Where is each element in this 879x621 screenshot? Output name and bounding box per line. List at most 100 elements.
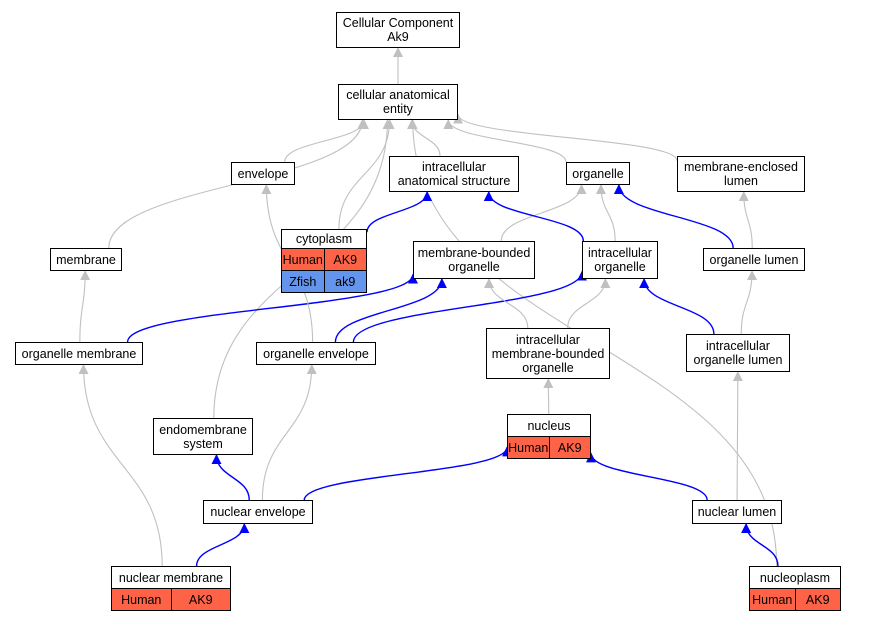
node-label-line: organelle: [448, 260, 500, 274]
node-label: nuclear envelope: [204, 501, 312, 523]
edge-organelle_lumen-to-membrane_enclosed_lumen: [738, 191, 753, 249]
gene-cell[interactable]: AK9: [794, 589, 840, 610]
edge-nucleoplasm-to-nuclear_lumen: [741, 523, 779, 567]
node-label: organelle membrane: [16, 343, 142, 364]
node-envelope[interactable]: envelope: [231, 162, 295, 185]
node-label-line: cytoplasm: [295, 232, 353, 246]
edge-intracellular_membrane_bounded_organelle-to-membrane_bounded_organelle: [484, 278, 529, 329]
edge-intracellular_organelle-to-organelle: [595, 184, 616, 242]
node-label-line: membrane-enclosed: [684, 160, 798, 174]
edge-nuclear_membrane-to-nuclear_envelope: [195, 523, 250, 567]
edge-cytoplasm-to-intracellular_anatomical_structure: [366, 191, 433, 233]
species-cell[interactable]: Zfish: [282, 271, 324, 292]
gene-cell[interactable]: AK9: [323, 249, 366, 270]
node-label: nuclear membrane: [112, 567, 230, 588]
node-label: envelope: [232, 163, 294, 184]
edge-organelle_membrane-to-membrane_bounded_organelle: [126, 273, 418, 343]
node-label-line: entity: [383, 102, 413, 116]
node-label-line: lumen: [723, 174, 759, 188]
node-organelle-membrane[interactable]: organelle membrane: [15, 342, 143, 365]
node-label-line: system: [183, 436, 223, 451]
node-label-line: membrane: [56, 252, 116, 267]
edge-organelle_envelope-to-intracellular_organelle: [352, 270, 587, 343]
species-cell[interactable]: Human: [282, 249, 324, 270]
node-label-line: nucleus: [527, 418, 571, 433]
node-label-line: cellular anatomical: [346, 88, 450, 102]
species-cell[interactable]: Human: [112, 589, 171, 610]
species-cell[interactable]: Human: [750, 589, 795, 610]
edge-organelle_membrane-to-membrane: [79, 270, 91, 343]
node-label-line: nuclear envelope: [210, 505, 306, 519]
node-nuclear-envelope[interactable]: nuclear envelope: [203, 500, 313, 524]
node-label: membrane: [51, 249, 121, 270]
node-organelle-envelope[interactable]: organelle envelope: [256, 342, 376, 365]
edge-nuclear_envelope-to-organelle_envelope: [261, 364, 317, 501]
node-label-line: membrane-bounded: [417, 246, 531, 260]
node-label: nucleus: [508, 415, 590, 436]
node-organelle[interactable]: organelle: [566, 162, 630, 185]
edge-organelle_envelope-to-membrane_bounded_organelle: [334, 278, 447, 343]
node-label-line: nuclear membrane: [118, 570, 224, 585]
edge-intracellular_organelle_lumen-to-intracellular_organelle: [639, 278, 715, 335]
node-label-line: nuclear lumen: [697, 505, 777, 519]
node-label-line: Cellular Component: [342, 16, 454, 30]
edge-membrane_enclosed_lumen-to-cellular_anatomical_entity: [453, 113, 678, 161]
node-organelle-lumen[interactable]: organelle lumen: [703, 248, 805, 271]
edge-nuclear_lumen-to-nucleus: [586, 452, 708, 501]
node-label-line: organelle: [594, 260, 646, 274]
edge-nuclear_lumen-to-intracellular_organelle_lumen: [732, 371, 743, 501]
node-label-line: Ak9: [387, 30, 409, 44]
edge-organelle_lumen-to-organelle: [613, 184, 734, 249]
node-label: organelle: [567, 163, 629, 184]
species-cell[interactable]: Human: [508, 437, 549, 458]
edge-nuclear_membrane-to-organelle_membrane: [78, 364, 163, 567]
edge-intracellular_organelle_lumen-to-organelle_lumen: [740, 270, 758, 335]
node-label-line: intracellular: [422, 160, 486, 174]
node-label-line: organelle envelope: [263, 346, 369, 361]
node-label-line: nucleoplasm: [759, 570, 831, 585]
edge-membrane_bounded_organelle-to-organelle: [500, 184, 587, 242]
node-label-line: organelle: [522, 360, 574, 375]
edge-intracellular_organelle-to-intracellular_anatomical_structure: [483, 191, 585, 242]
edge-nuclear_envelope-to-endomembrane_system: [211, 454, 250, 501]
node-membrane[interactable]: membrane: [50, 248, 122, 271]
node-label-line: intracellular: [706, 339, 770, 353]
node-label-line: organelle lumen: [709, 252, 799, 267]
node-label: nucleoplasm: [750, 567, 840, 588]
node-nuclear-lumen[interactable]: nuclear lumen: [692, 500, 782, 524]
gene-cell[interactable]: AK9: [170, 589, 230, 610]
gene-cell[interactable]: AK9: [548, 437, 590, 458]
gene-cell[interactable]: ak9: [323, 271, 366, 292]
node-label: organelle lumen: [704, 249, 804, 270]
node-label: nuclear lumen: [693, 501, 781, 523]
node-label-line: membrane-bounded: [491, 346, 605, 361]
node-label: cytoplasm: [282, 230, 366, 248]
node-label-line: anatomical structure: [397, 174, 511, 188]
